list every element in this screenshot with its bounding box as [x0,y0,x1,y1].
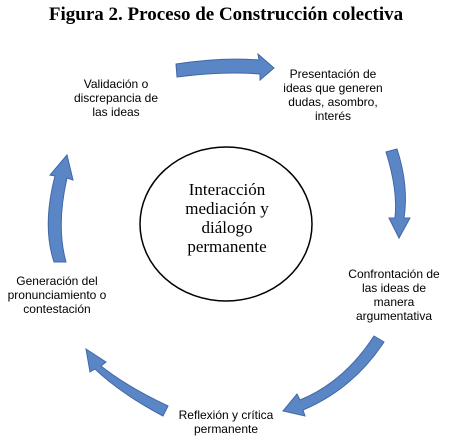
node-validacion: Validación o discrepancia de las ideas [73,77,159,119]
node-confrontacion: Confrontación de las ideas de manera arg… [348,267,440,323]
node-presentacion: Presentación de ideas que generen dudas,… [283,67,383,123]
node-generacion: Generación del pronunciamiento o contest… [7,274,107,316]
center-label: Interacción mediación y diálogo permanen… [185,180,269,256]
center-circle [139,146,313,302]
arrow-bottom-right [282,335,385,417]
node-reflexion: Reflexión y crítica permanente [178,408,274,436]
arrow-right [385,148,411,240]
figure-title: Figura 2. Proceso de Construcción colect… [48,4,404,25]
arrow-left [47,153,74,263]
arrow-top [175,52,275,82]
arrow-bottom-left [85,347,169,417]
